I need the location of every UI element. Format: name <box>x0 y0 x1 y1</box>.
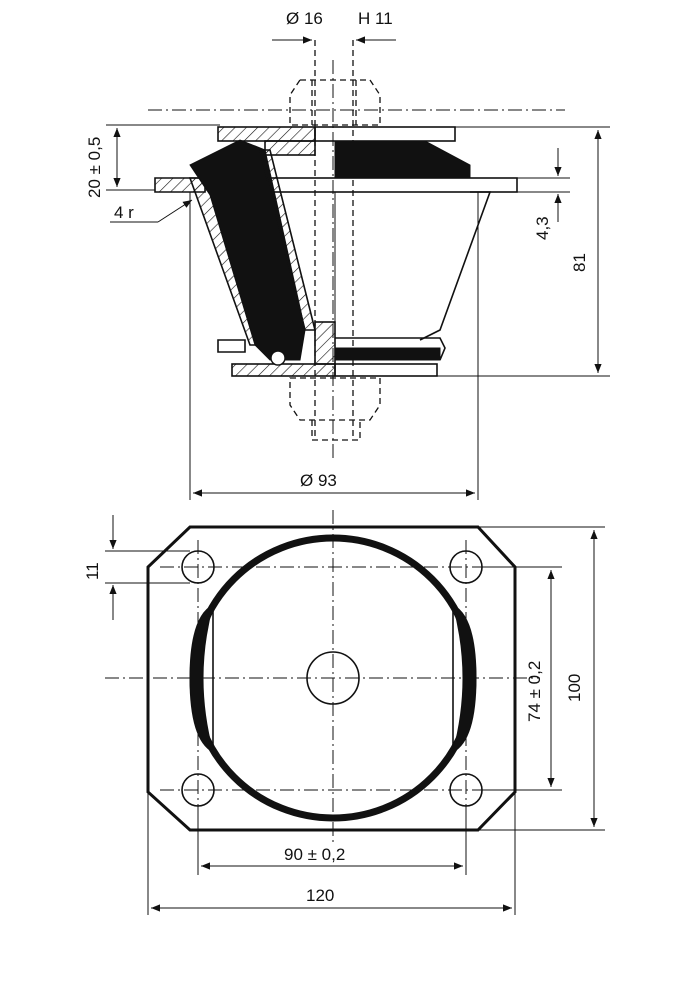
bolt-boss-top <box>264 140 316 156</box>
plate-height-label: 100 <box>565 674 584 702</box>
bottom-step-left <box>217 339 246 353</box>
flange-thickness-label: 4,3 <box>533 216 552 240</box>
bottom-plate-right <box>334 363 438 377</box>
bottom-nut-hidden <box>289 377 381 421</box>
plate-width-label: 120 <box>306 886 334 905</box>
cone-diameter-label: Ø 93 <box>300 471 337 490</box>
bore-diameter-label: Ø 16 <box>286 9 323 28</box>
top-nut-hidden <box>289 79 381 126</box>
top-plate-left-hatched <box>217 126 316 142</box>
bore-tolerance-label: H 11 <box>358 9 393 28</box>
bottom-rim-right <box>335 337 446 361</box>
bottom-rubber-right <box>334 347 441 361</box>
bottom-boss-hatched <box>314 321 336 365</box>
center-hole <box>306 651 360 705</box>
top-plate-right <box>314 126 456 142</box>
top-rubber-right <box>334 140 471 179</box>
ring-flat-left <box>189 604 214 753</box>
hole-spacing-label: 11 <box>83 562 102 580</box>
rubber-void <box>270 350 286 366</box>
section-view: 4 r Ø 16 H 11 20 ± 0,5 4,3 81 Ø 93 <box>85 9 610 500</box>
plan-view: 11 74 ± 0,2 100 90 ± 0,2 120 <box>83 510 605 915</box>
hole-pitch-horizontal-label: 90 ± 0,2 <box>284 845 345 864</box>
top-flange-height-label: 20 ± 0,5 <box>85 137 104 198</box>
bottom-plate-left-hatched <box>231 363 336 377</box>
fillet-leader <box>157 199 193 223</box>
ring-flat-right <box>452 604 477 753</box>
cone-flange-right <box>264 177 518 193</box>
mount-hole-top-left <box>181 550 215 584</box>
fillet-radius-label: 4 r <box>114 203 134 222</box>
bolt-end-hidden <box>311 420 361 441</box>
overall-height-label: 81 <box>570 253 589 272</box>
rubber-body-left <box>189 139 306 361</box>
cone-outline-right <box>419 191 492 341</box>
hole-pitch-vertical-label: 74 ± 0,2 <box>525 661 544 722</box>
